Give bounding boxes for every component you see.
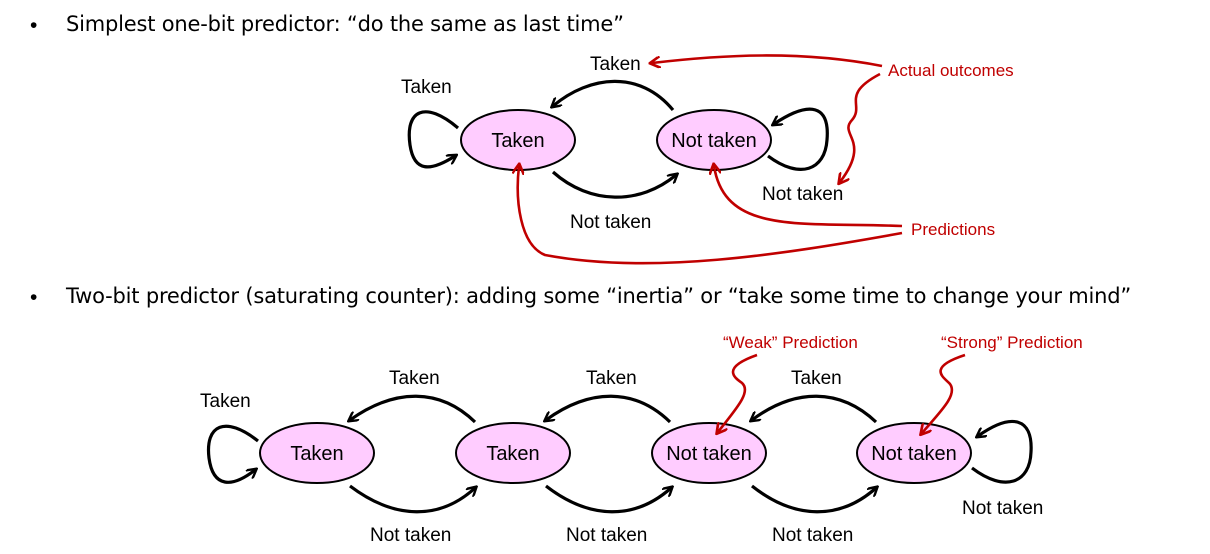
predictions-arrow-to-not-taken [714, 166, 903, 228]
two-bit-state-3 [651, 422, 767, 484]
one-bit-self-loop-taken [407, 110, 460, 169]
strong-prediction-label: “Strong” Prediction [941, 333, 1083, 352]
one-bit-label-self-taken: Taken [401, 77, 452, 98]
one-bit-edge-to-not-taken [551, 170, 676, 199]
two-bit-state-4 [856, 422, 972, 484]
predictions-arrow-to-taken [518, 166, 903, 265]
two-bit-label-fwd-1: Not taken [370, 525, 451, 546]
bullet-marker-1: • [30, 14, 38, 37]
two-bit-state-1 [259, 422, 375, 484]
one-bit-label-to-not-taken: Not taken [570, 212, 651, 233]
bullet-two-bit-text: Two-bit predictor (saturating counter): … [66, 284, 1132, 308]
two-bit-label-self-taken: Taken [200, 391, 251, 412]
weak-prediction-label: “Weak” Prediction [723, 333, 858, 352]
two-bit-state-1-label: Taken [290, 443, 343, 465]
two-bit-state-3-label: Not taken [666, 443, 752, 465]
weak-prediction-arrow [718, 353, 758, 432]
strong-prediction-arrow [922, 353, 966, 433]
two-bit-label-back-3: Taken [791, 368, 842, 389]
actual-outcomes-arrow-to-taken [652, 54, 883, 66]
two-bit-edge-back-1 [350, 394, 477, 424]
two-bit-edge-back-2 [546, 394, 672, 424]
one-bit-diagram: Taken Taken Not taken Not taken Taken No… [401, 54, 1014, 265]
two-bit-self-loop-taken [206, 424, 259, 484]
one-bit-state-taken-label: Taken [491, 130, 544, 152]
predictions-label: Predictions [911, 220, 995, 239]
bullet-one-bit-text: Simplest one-bit predictor: “do the same… [66, 12, 624, 36]
actual-outcomes-arrow-to-not-taken [840, 72, 881, 182]
two-bit-label-fwd-3: Not taken [772, 525, 853, 546]
actual-outcomes-label: Actual outcomes [888, 61, 1014, 80]
two-bit-self-loop-not-taken [971, 419, 1033, 484]
one-bit-label-self-not-taken: Not taken [762, 184, 843, 205]
one-bit-edge-to-taken [553, 79, 675, 112]
two-bit-edge-fwd-2 [545, 484, 671, 514]
two-bit-edge-fwd-1 [349, 484, 475, 514]
two-bit-state-2 [455, 422, 571, 484]
two-bit-label-fwd-2: Not taken [566, 525, 647, 546]
two-bit-diagram: Taken Taken Taken Taken Not taken Not ta… [200, 333, 1083, 546]
two-bit-state-4-label: Not taken [871, 443, 957, 465]
two-bit-label-back-1: Taken [389, 368, 440, 389]
one-bit-self-loop-not-taken [767, 107, 829, 171]
two-bit-label-back-2: Taken [586, 368, 637, 389]
two-bit-state-2-label: Taken [486, 443, 539, 465]
bullet-marker-2: • [30, 286, 38, 309]
one-bit-state-not-taken-label: Not taken [671, 130, 757, 152]
two-bit-label-self-not-taken: Not taken [962, 498, 1043, 519]
two-bit-edge-fwd-3 [751, 484, 876, 514]
one-bit-label-to-taken: Taken [590, 54, 641, 75]
two-bit-edge-back-3 [752, 394, 878, 424]
